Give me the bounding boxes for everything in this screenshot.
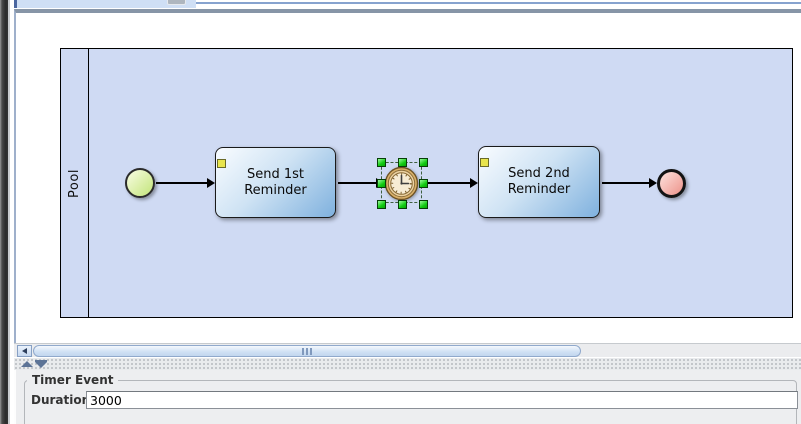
groupbox-title: Timer Event (27, 373, 119, 387)
scrollbar-grip-icon (301, 347, 313, 355)
selection-handle-nw[interactable] (377, 158, 386, 167)
selection-handle-s[interactable] (398, 200, 407, 209)
scrollbar-left-button[interactable] (17, 345, 32, 357)
sequence-flow-3-arrowhead (470, 178, 478, 188)
task-send-1st-reminder[interactable]: Send 1st Reminder (215, 147, 336, 218)
duration-label: Duration (31, 393, 91, 407)
collapse-up-icon[interactable] (21, 361, 33, 367)
sequence-flow-1[interactable] (156, 182, 209, 184)
selection-handle-se[interactable] (419, 200, 428, 209)
selection-handle-ne[interactable] (419, 158, 428, 167)
pool-label-band[interactable]: Pool (61, 49, 89, 317)
duration-input[interactable] (86, 391, 798, 409)
tab-strip-underline (196, 2, 801, 4)
collapse-down-icon[interactable] (35, 362, 47, 368)
end-event-shape[interactable] (657, 169, 686, 198)
selection-handle-sw[interactable] (377, 200, 386, 209)
sequence-flow-4[interactable] (602, 182, 650, 184)
task-label: Send 2nd Reminder (507, 166, 571, 197)
sequence-flow-2[interactable] (338, 182, 377, 184)
sequence-flow-1-arrowhead (207, 178, 215, 188)
diagram-tab[interactable] (14, 0, 196, 8)
properties-panel: Timer Event Duration (14, 370, 801, 424)
left-edge-highlight (8, 0, 10, 424)
tab-strip-thumb[interactable] (167, 0, 186, 5)
sequence-flow-4-arrowhead (649, 178, 657, 188)
scrollbar-thumb[interactable] (33, 345, 581, 357)
task-marker-icon (480, 158, 489, 167)
left-window-edge (0, 0, 8, 424)
sequence-flow-3[interactable] (420, 182, 470, 184)
selection-handle-e[interactable] (419, 179, 428, 188)
selection-handle-n[interactable] (398, 158, 407, 167)
collapse-down-bar (35, 360, 47, 362)
split-pane-divider[interactable] (14, 358, 801, 370)
task-label: Send 1st Reminder (244, 166, 307, 198)
selection-handle-w[interactable] (377, 179, 386, 188)
horizontal-scrollbar[interactable] (14, 343, 801, 357)
task-marker-icon (217, 159, 226, 168)
timer-clock-icon[interactable] (384, 166, 419, 201)
arrow-left-icon (22, 348, 27, 354)
pool-label: Pool (67, 168, 82, 198)
task-send-2nd-reminder[interactable]: Send 2nd Reminder (478, 146, 600, 218)
start-event-shape[interactable] (125, 168, 155, 198)
